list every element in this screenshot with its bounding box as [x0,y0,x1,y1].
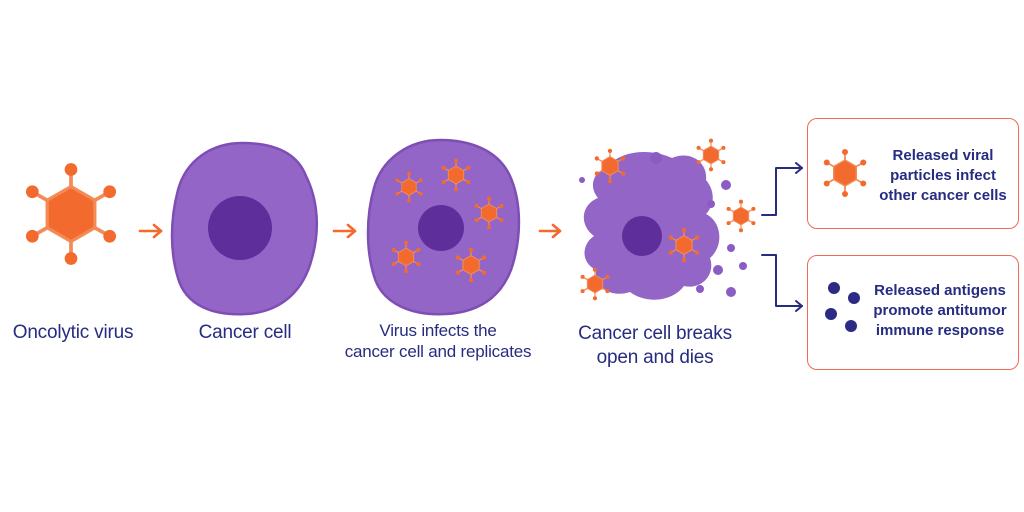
branch-connector-antigen [761,254,803,312]
nucleus [208,196,272,260]
outcome-box-antigen-release: Released antigens promote antitumor immu… [807,255,1019,370]
virus-icon [822,148,868,198]
label-line: open and dies [596,347,714,368]
branch-connector-viral [761,162,803,216]
label-line: Cancer cell breaks [578,323,732,344]
outcome-line: other cancer cells [879,187,1007,204]
nucleus [418,205,464,251]
step-label-cell-death: Cancer cell breaks open and dies [565,322,745,370]
outcome-text: Released viral particles infect other ca… [878,146,1008,206]
label-line: Oncolytic virus [12,322,134,343]
step-arrow-3 [538,223,562,239]
label-line: cancer cell and replicates [344,342,532,361]
step-arrow-2 [332,223,357,239]
cancer-cell-icon [170,141,319,316]
outcome-line: Released viral [892,147,994,164]
oncolytic-virus-icon [24,161,118,267]
antigen-dots-icon [825,282,860,332]
step-arrow-1 [138,223,163,239]
infected-cancer-cell-icon [366,138,521,316]
outcome-line: promote antitumor [873,302,1007,319]
label-line: Cancer cell [198,322,292,343]
label-line: Virus infects the [379,321,497,340]
outcome-text: Released antigens promote antitumor immu… [870,281,1010,341]
step-label-oncolytic-virus: Oncolytic virus [0,321,146,344]
bursting-cancer-cell-icon [579,138,757,301]
outcome-box-viral-spread: Released viral particles infect other ca… [807,118,1019,229]
step-label-cancer-cell: Cancer cell [170,321,320,344]
outcome-line: Released antigens [874,282,1006,299]
nucleus [622,216,662,256]
debris-fragments [579,152,747,297]
outcome-line: immune response [875,322,1005,339]
step-label-infection: Virus infects the cancer cell and replic… [338,320,538,362]
outcome-line: particles infect [890,167,996,184]
